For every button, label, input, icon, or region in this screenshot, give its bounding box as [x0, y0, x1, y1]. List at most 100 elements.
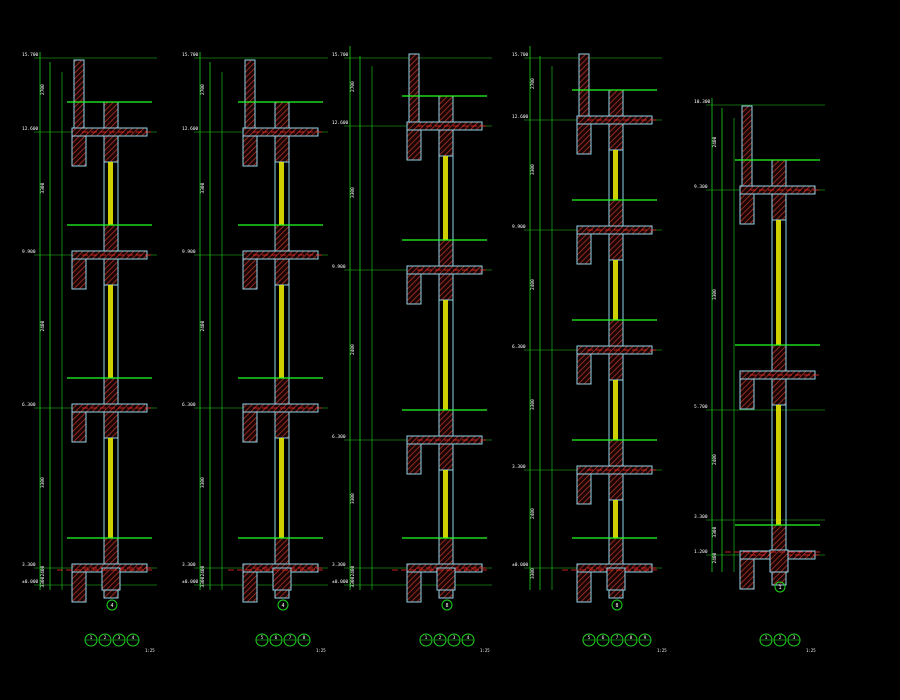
- foundation: [272, 567, 292, 591]
- detail-index-number: 2: [779, 635, 782, 641]
- detail-index-number: 7: [616, 635, 619, 641]
- dimension-text: 2700: [530, 78, 536, 89]
- level-label: 6.300: [512, 344, 526, 350]
- dimension-text: 3300: [350, 187, 356, 198]
- window-glazing: [108, 162, 113, 225]
- level-label: 3.300: [512, 464, 526, 470]
- detail-index-number: 4: [467, 635, 470, 641]
- window-glazing: [443, 470, 448, 538]
- beam: [242, 571, 258, 603]
- dimension-text: 2400: [200, 565, 206, 576]
- level-label: 10.300: [694, 99, 711, 105]
- beam: [576, 233, 592, 265]
- level-label: 6.300: [332, 434, 346, 440]
- beam: [242, 411, 258, 443]
- level-label: 12.600: [182, 126, 199, 132]
- beam: [406, 129, 422, 161]
- level-label: 9.900: [512, 224, 526, 230]
- level-label: 15.700: [332, 52, 349, 58]
- foundation: [101, 567, 121, 591]
- foundation: [436, 567, 456, 591]
- level-label: 15.700: [182, 52, 199, 58]
- window-glazing: [108, 285, 113, 378]
- window-glazing: [279, 285, 284, 378]
- wall-section-2: 15.70012.6009.9006.3003.300±0.0002700330…: [182, 52, 328, 653]
- grid-axis-label: 8: [615, 603, 618, 609]
- dimension-text: 2400: [200, 320, 206, 331]
- foundation: [769, 549, 789, 573]
- dimension-text: 3300: [200, 182, 206, 193]
- grid-axis-label: 4: [281, 603, 284, 609]
- beam: [71, 258, 87, 290]
- detail-index-number: 5: [588, 635, 591, 641]
- level-label: 3.300: [182, 562, 196, 568]
- window-glazing: [108, 438, 113, 538]
- scale-note: 1:25: [316, 648, 326, 653]
- detail-index-number: 3: [793, 635, 796, 641]
- beam: [406, 571, 422, 603]
- grid-axis-bubble: [441, 599, 453, 611]
- dimension-text: 2400: [350, 344, 356, 355]
- detail-index-number: 6: [602, 635, 605, 641]
- level-label: ±0.000: [332, 579, 349, 585]
- beam: [576, 571, 592, 603]
- level-label: 12.600: [332, 120, 349, 126]
- beam: [576, 123, 592, 155]
- beam: [71, 411, 87, 443]
- parapet: [741, 105, 753, 187]
- level-label: ±0.000: [512, 562, 529, 568]
- window-glazing: [776, 405, 781, 525]
- scale-note: 1:25: [480, 648, 490, 653]
- dimension-text: 3300: [40, 477, 46, 488]
- beam: [739, 378, 755, 410]
- level-label: 9.900: [22, 249, 36, 255]
- window-glazing: [613, 500, 618, 538]
- dimension-text: 3300: [200, 477, 206, 488]
- detail-index-number: 1: [765, 635, 768, 641]
- dimension-text: 3300: [200, 576, 206, 587]
- level-label: 3.300: [22, 562, 36, 568]
- dimension-text: 3300: [530, 164, 536, 175]
- level-label: 9.900: [182, 249, 196, 255]
- beam: [71, 571, 87, 603]
- detail-index-number: 3: [118, 635, 121, 641]
- detail-index-number: 2: [104, 635, 107, 641]
- level-label: 3.300: [332, 562, 346, 568]
- level-label: 15.700: [22, 52, 39, 58]
- dimension-text: 2400: [40, 320, 46, 331]
- beam: [576, 353, 592, 385]
- detail-index-number: 1: [425, 635, 428, 641]
- window-glazing: [613, 260, 618, 320]
- detail-index-number: 1: [90, 635, 93, 641]
- grid-axis-label: 4: [110, 603, 113, 609]
- level-label: 3.300: [694, 514, 708, 520]
- wall-section-3: 15.70012.6009.9006.3003.300±0.0002700330…: [332, 46, 492, 653]
- detail-index-number: 7: [289, 635, 292, 641]
- dimension-text: 3300: [530, 568, 536, 579]
- wall-section-1: 15.70012.6009.9006.3003.300±0.0002700330…: [22, 52, 157, 653]
- wall-section-4: 15.70012.6009.9006.3003.300±0.0002700330…: [512, 46, 667, 653]
- dimension-text: 2700: [40, 84, 46, 95]
- dimension-text: 2400: [40, 565, 46, 576]
- scale-note: 1:25: [806, 648, 816, 653]
- dimension-text: 2400: [712, 454, 718, 465]
- dimension-text: 3300: [530, 399, 536, 410]
- beam: [406, 273, 422, 305]
- dimension-text: 2400: [712, 136, 718, 147]
- dimension-text: 2400: [530, 279, 536, 290]
- beam: [406, 443, 422, 475]
- detail-index-number: 3: [453, 635, 456, 641]
- level-label: 5.700: [694, 404, 708, 410]
- dimension-text: 2700: [200, 84, 206, 95]
- window-glazing: [776, 220, 781, 345]
- detail-index-number: 8: [630, 635, 633, 641]
- grid-axis-label: 8: [445, 603, 448, 609]
- dimension-text: 2400: [530, 508, 536, 519]
- level-label: 15.700: [512, 52, 529, 58]
- level-label: ±0.000: [182, 579, 199, 585]
- scale-note: 1:25: [657, 648, 667, 653]
- dimension-text: 3300: [40, 576, 46, 587]
- dimension-text: 2400: [350, 565, 356, 576]
- window-glazing: [279, 162, 284, 225]
- grid-axis-label: 1: [778, 585, 781, 591]
